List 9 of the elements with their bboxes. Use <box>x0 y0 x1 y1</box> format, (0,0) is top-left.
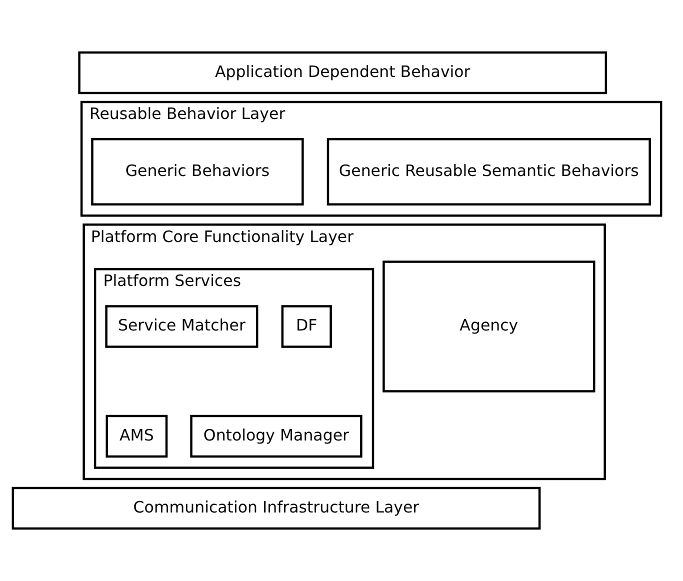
node-box: Agency <box>382 260 596 392</box>
node-box: Application Dependent Behavior <box>78 51 608 94</box>
node-box: Generic Behaviors <box>91 138 304 206</box>
node-box: Communication Infrastructure Layer <box>12 486 541 530</box>
node-box: AMS <box>106 414 168 458</box>
node-box: Generic Reusable Semantic Behaviors <box>326 138 651 206</box>
node-box: Ontology Manager <box>190 414 362 458</box>
node-box: DF <box>281 305 332 348</box>
node-box: Service Matcher <box>105 305 258 348</box>
